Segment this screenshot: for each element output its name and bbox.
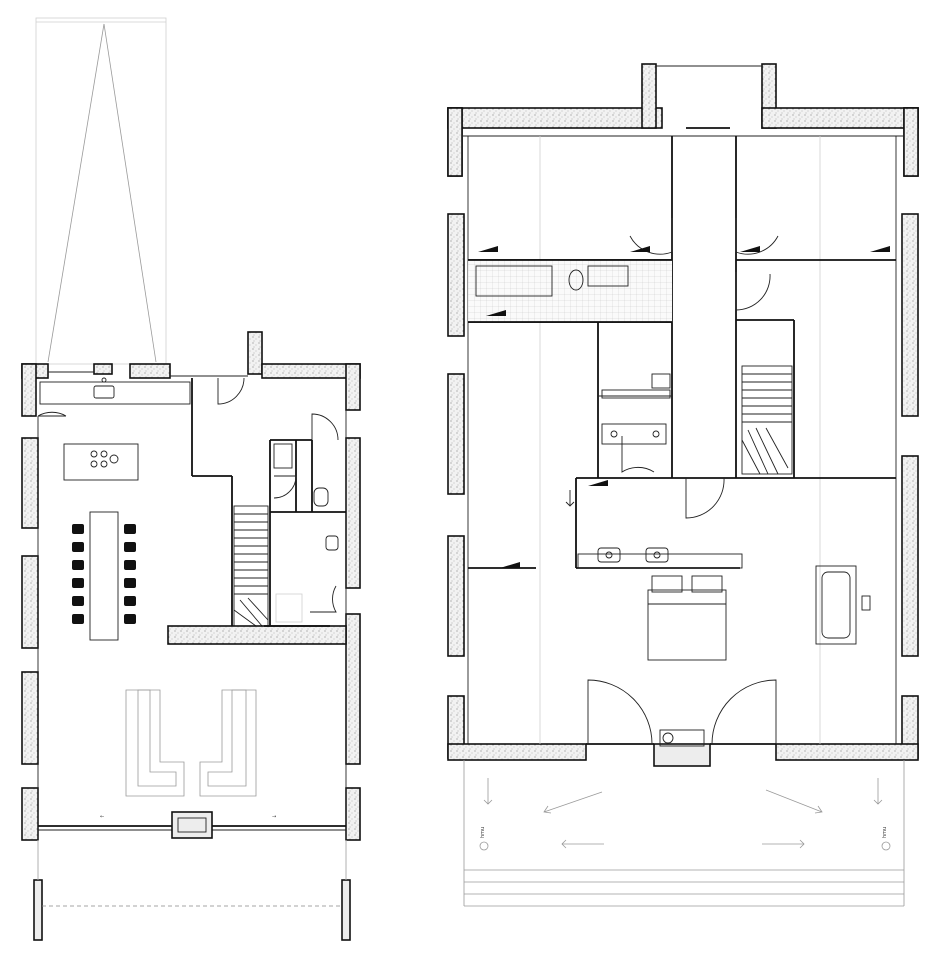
dining-table: [72, 511, 136, 641]
svg-text:→: →: [272, 814, 276, 820]
floor-boards: [539, 136, 821, 744]
lounge-sofas: [125, 689, 257, 797]
ground-right-wall: [345, 410, 361, 900]
tag-right: hmu: [882, 827, 888, 838]
upper-left-wall: [447, 136, 469, 759]
upper-right-wall: [895, 136, 919, 759]
ground-left-wall: [21, 416, 39, 900]
kitchen-counter: [39, 377, 191, 405]
master-bedroom: [565, 490, 871, 661]
upper-shower-room: [601, 373, 671, 445]
upper-floor-plan: hmu hmu: [447, 63, 919, 907]
ground-bottom-glazing: ← →: [38, 811, 346, 839]
window-markers: [478, 246, 890, 568]
upper-partitions: [468, 136, 896, 569]
wc-door: [311, 413, 339, 441]
upper-top-wall: [447, 63, 919, 177]
ground-top-wall: [21, 331, 361, 417]
upper-bottom-wall: [447, 729, 919, 767]
ground-core: [167, 377, 347, 645]
svg-text:←: ←: [100, 814, 104, 820]
kitchen-island: [63, 443, 139, 481]
pergola-outline: [35, 17, 167, 365]
ground-terrace: [33, 840, 351, 941]
upper-staircase: [741, 365, 793, 475]
upper-doors: [587, 218, 779, 745]
upper-balcony: hmu hmu: [463, 760, 905, 907]
ground-entry-door: [37, 411, 67, 417]
ground-floor-plan: ← →: [21, 17, 361, 941]
tag-left: hmu: [480, 827, 486, 838]
